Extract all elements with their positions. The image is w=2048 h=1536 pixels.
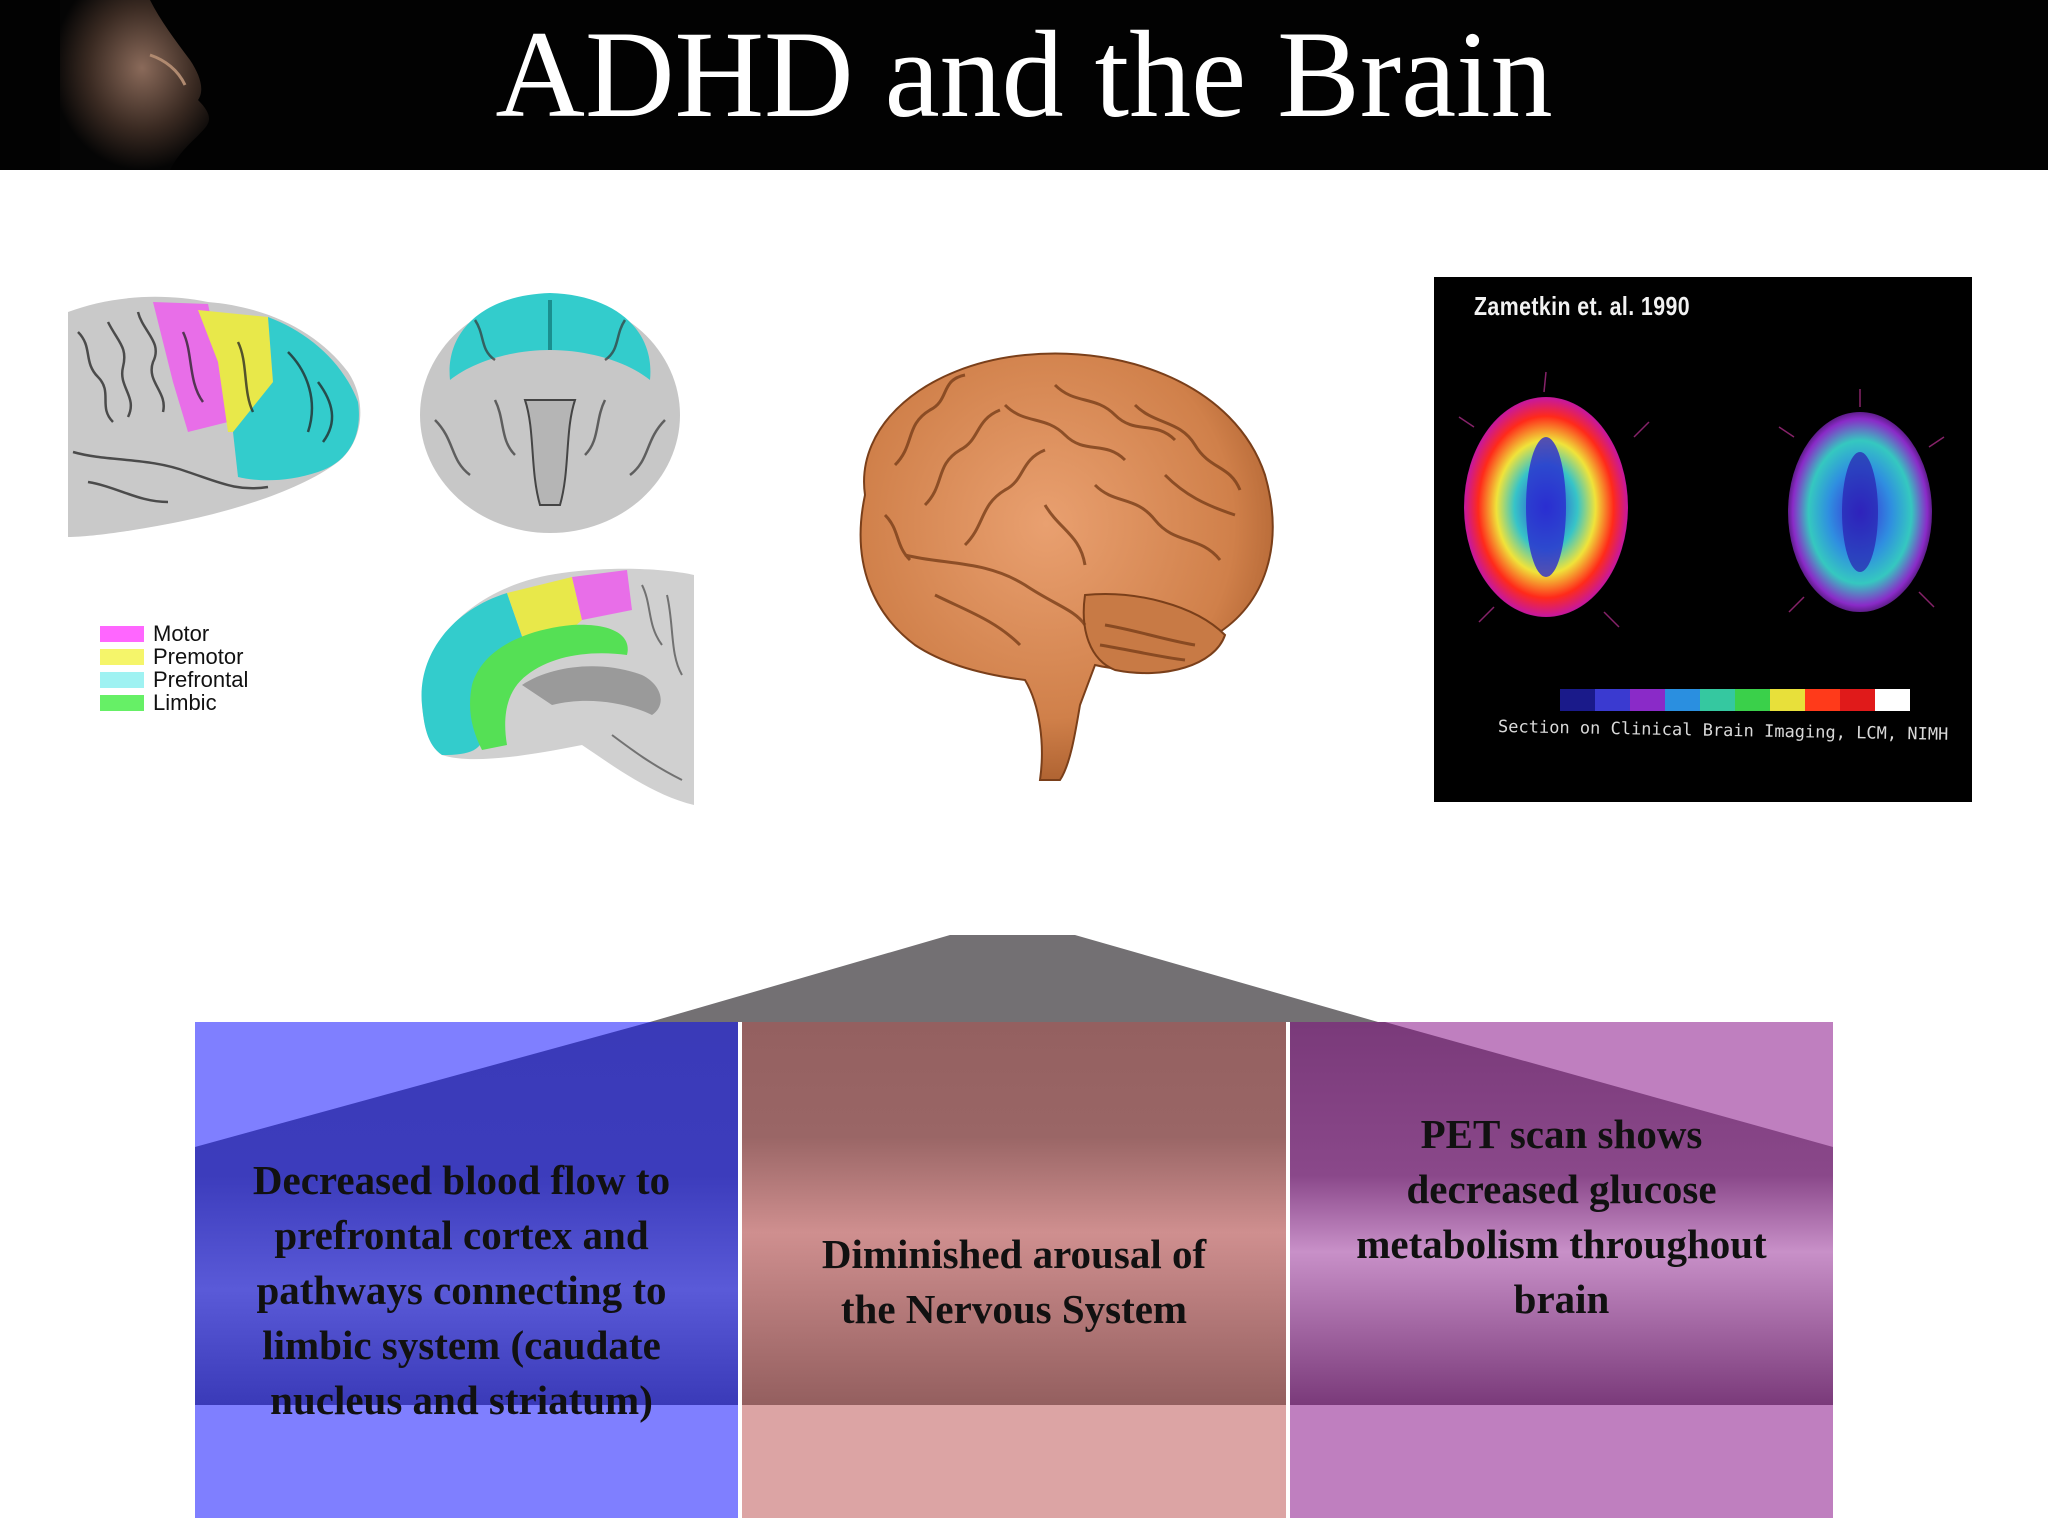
finding-box-pet-scan: PET scan shows decreased glucose metabol… [1290, 1022, 1833, 1518]
finding-text-arousal: Diminished arousal of the Nervous System [821, 1231, 1207, 1332]
finding-box-arousal: Diminished arousal of the Nervous System [742, 1022, 1286, 1518]
pet-scan-panel: Zametkin et. al. 1990 [1434, 277, 1972, 802]
lateral-brain-diagram [68, 296, 361, 537]
title-bar: ADHD and the Brain [0, 0, 2048, 170]
brain-illustration [859, 352, 1274, 781]
legend-swatch [100, 648, 144, 665]
pet-scan-caption: Zametkin et. al. 1990 [1474, 291, 1690, 321]
legend-swatch [100, 671, 144, 688]
finding-text-blood-flow: Decreased blood flow to prefrontal corte… [252, 1156, 671, 1423]
slide-title: ADHD and the Brain [495, 6, 1553, 143]
legend-label: Motor [153, 621, 210, 646]
legend-swatch [100, 694, 144, 711]
pet-scan-colorbar [1560, 689, 1910, 711]
perspective-wedge [195, 1022, 650, 1147]
finding-box-blood-flow: Decreased blood flow to prefrontal corte… [195, 1022, 738, 1518]
legend-label: Prefrontal [153, 667, 249, 692]
region-legend: Motor Premotor Prefrontal Limbic [100, 622, 248, 714]
perspective-wedge [1385, 1022, 1833, 1147]
legend-item-prefrontal: Prefrontal [100, 668, 248, 691]
legend-item-premotor: Premotor [100, 645, 248, 668]
legend-swatch [100, 625, 144, 642]
legend-item-motor: Motor [100, 622, 248, 645]
face-silhouette-image [0, 0, 230, 170]
inferior-brain-diagram [420, 293, 680, 533]
legend-item-limbic: Limbic [100, 691, 248, 714]
finding-text-pet-scan: PET scan shows decreased glucose metabol… [1356, 1111, 1767, 1322]
legend-label: Premotor [153, 644, 244, 669]
pet-scan-images [1458, 371, 1945, 628]
legend-label: Limbic [153, 690, 217, 715]
medial-brain-diagram [421, 568, 694, 805]
finding-band [742, 1022, 1286, 1405]
